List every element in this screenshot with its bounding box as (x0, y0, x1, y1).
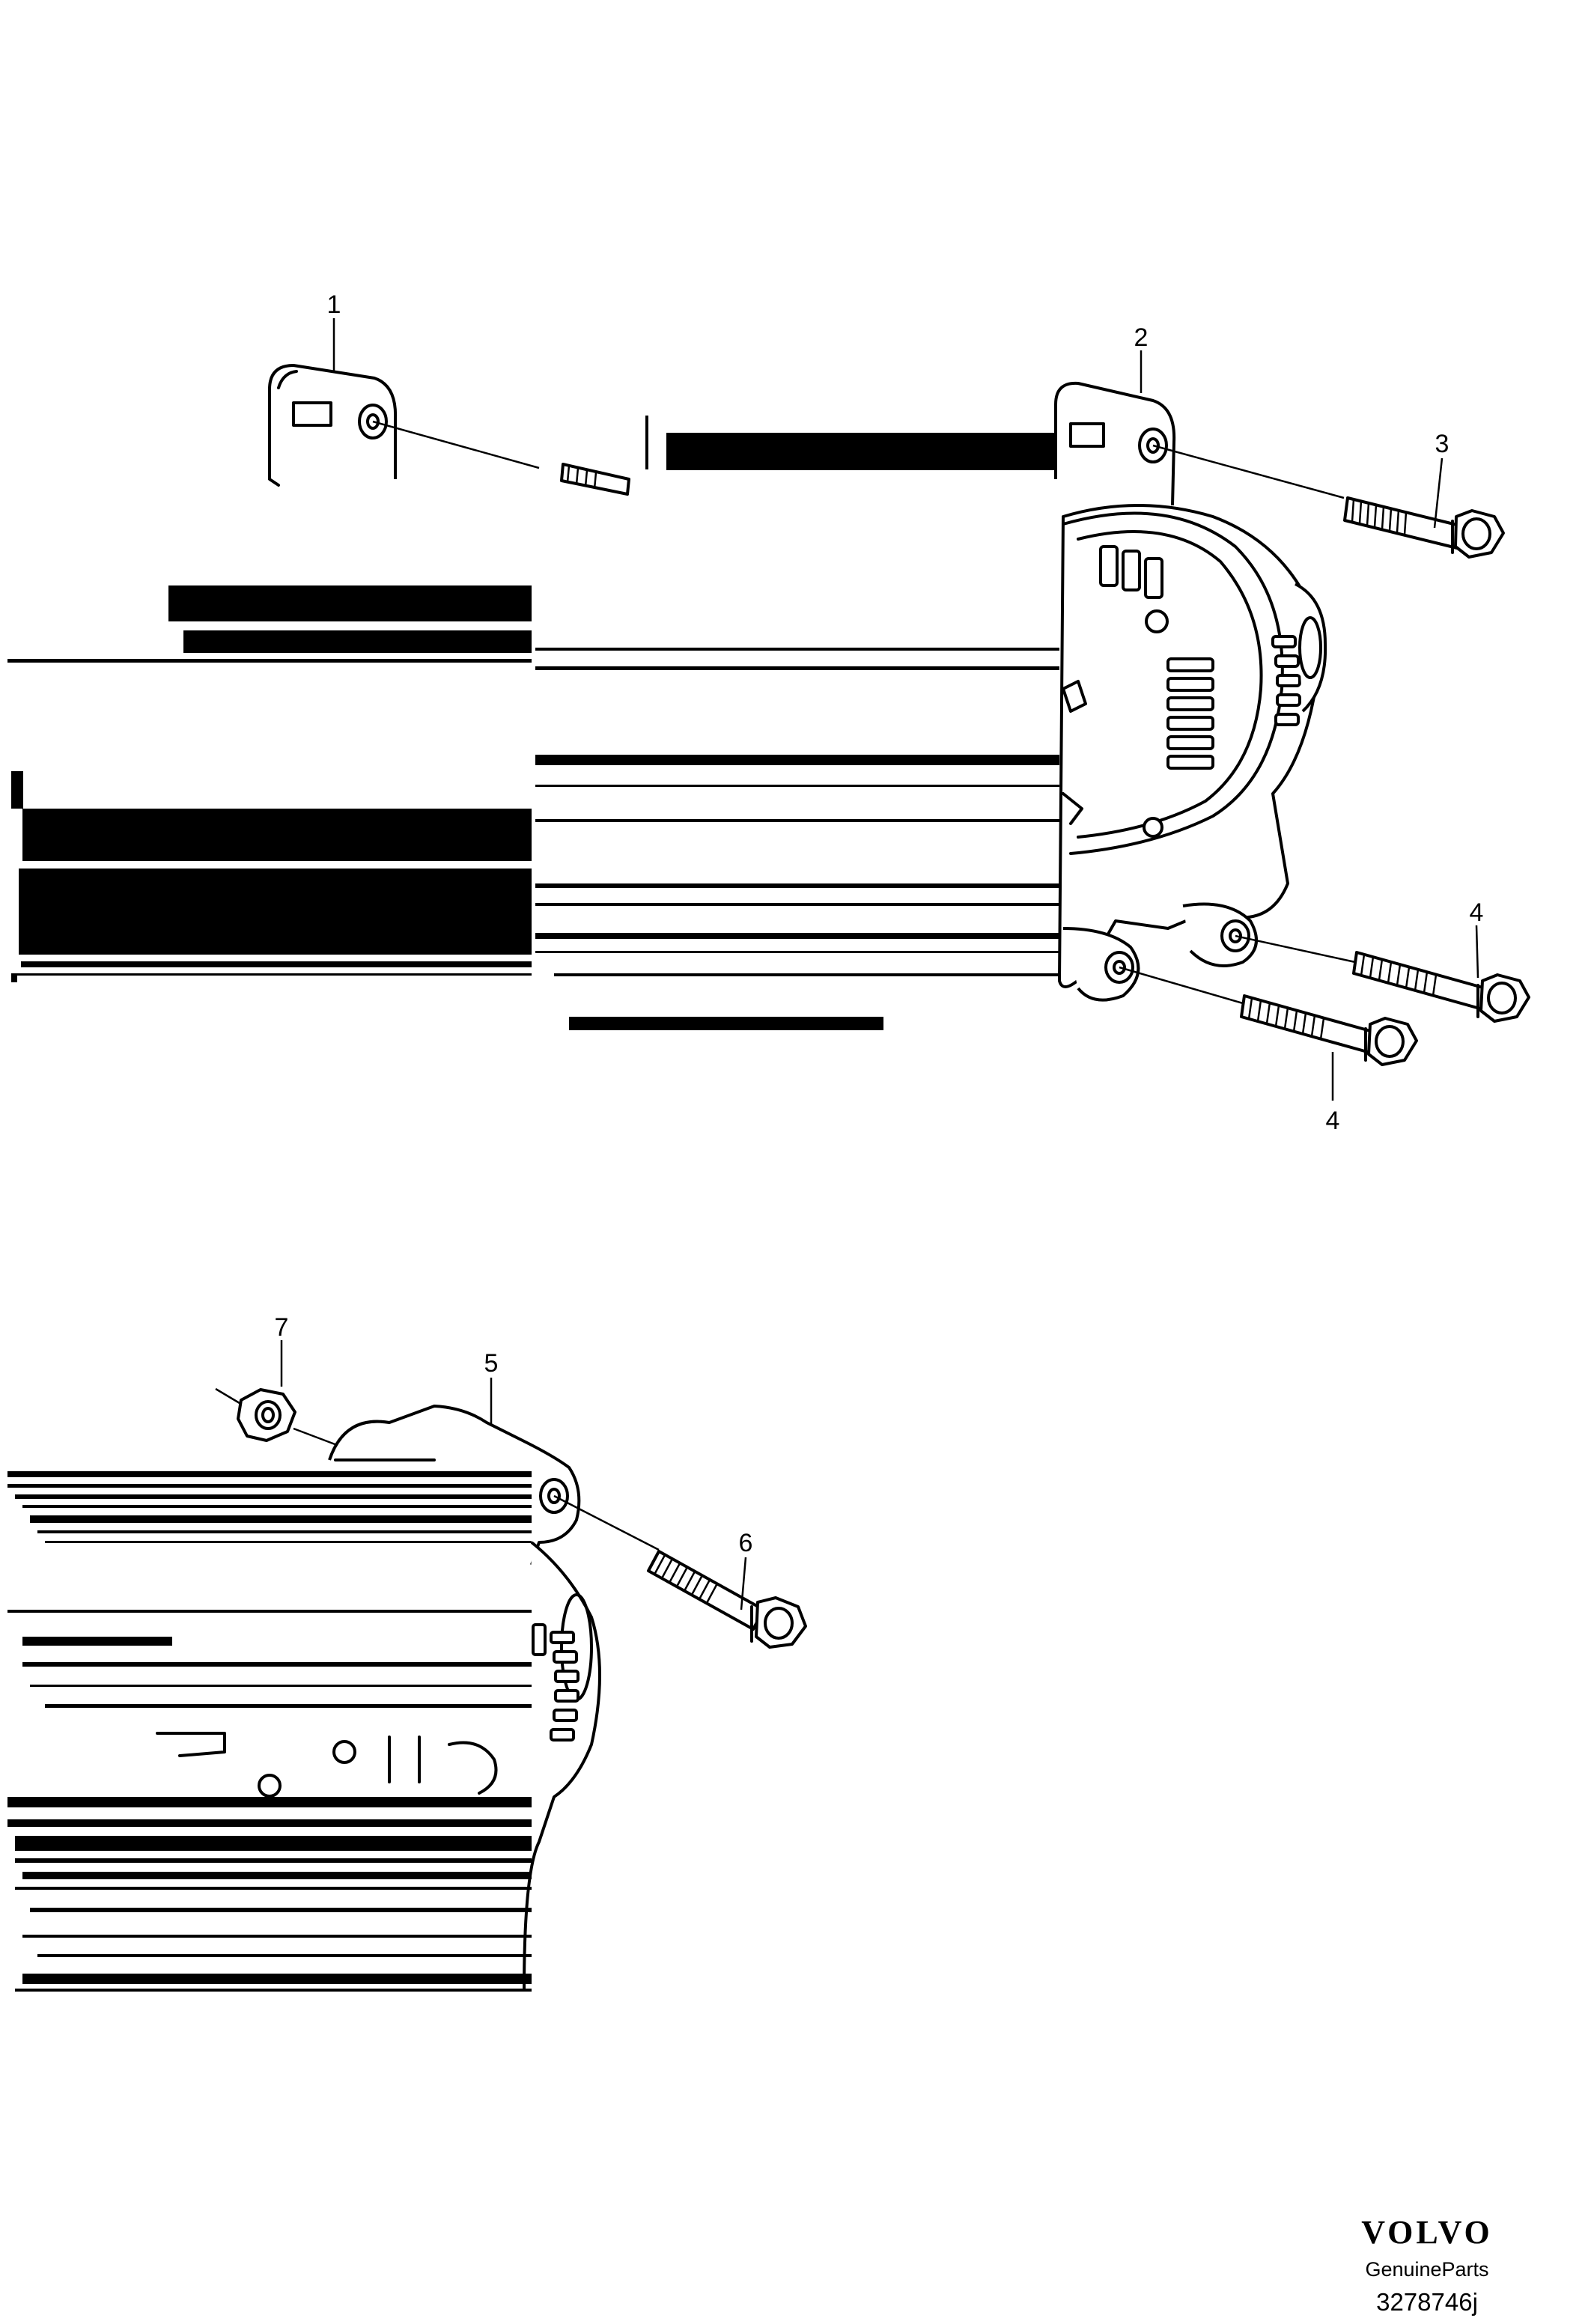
volvo-logo-text: VOLVO (1361, 2214, 1493, 2251)
alternator-lower (156, 1541, 601, 1992)
callout-4-upper: 4 (1470, 898, 1484, 927)
branding-block: VOLVO GenuineParts 3278746j (1361, 2214, 1493, 2316)
callout-3: 3 (1435, 430, 1449, 458)
genuine-parts-label: GenuineParts (1365, 2258, 1488, 2281)
callouts-lower: 7 5 6 (275, 1313, 753, 1610)
bolt-3 (1343, 496, 1505, 559)
callout-5: 5 (484, 1349, 499, 1378)
fan-slots (1099, 545, 1301, 770)
lower-assembly: 7 5 6 (7, 1313, 807, 1992)
callout-2: 2 (1134, 323, 1149, 352)
scan-artifact-upper (7, 416, 1059, 1030)
scan-artifact-lower (7, 1471, 532, 1992)
callout-1: 1 (327, 290, 341, 319)
nut-7 (215, 1387, 338, 1447)
alternator-upper (1058, 504, 1327, 1002)
bracket-2 (1054, 381, 1176, 506)
bolt-4-upper (1352, 951, 1530, 1023)
drawing-number: 3278746j (1376, 2288, 1478, 2316)
callout-4-lower: 4 (1326, 1107, 1340, 1135)
bolt-6 (647, 1550, 807, 1649)
upper-assembly: 1 2 3 4 4 (7, 290, 1530, 1135)
bracket-1 (268, 364, 398, 487)
callout-7: 7 (275, 1313, 289, 1342)
bolt-fragment (560, 463, 630, 496)
callouts-upper: 1 2 3 4 4 (327, 290, 1484, 1135)
bolt-4-lower (1240, 994, 1418, 1066)
callout-6: 6 (739, 1529, 753, 1557)
